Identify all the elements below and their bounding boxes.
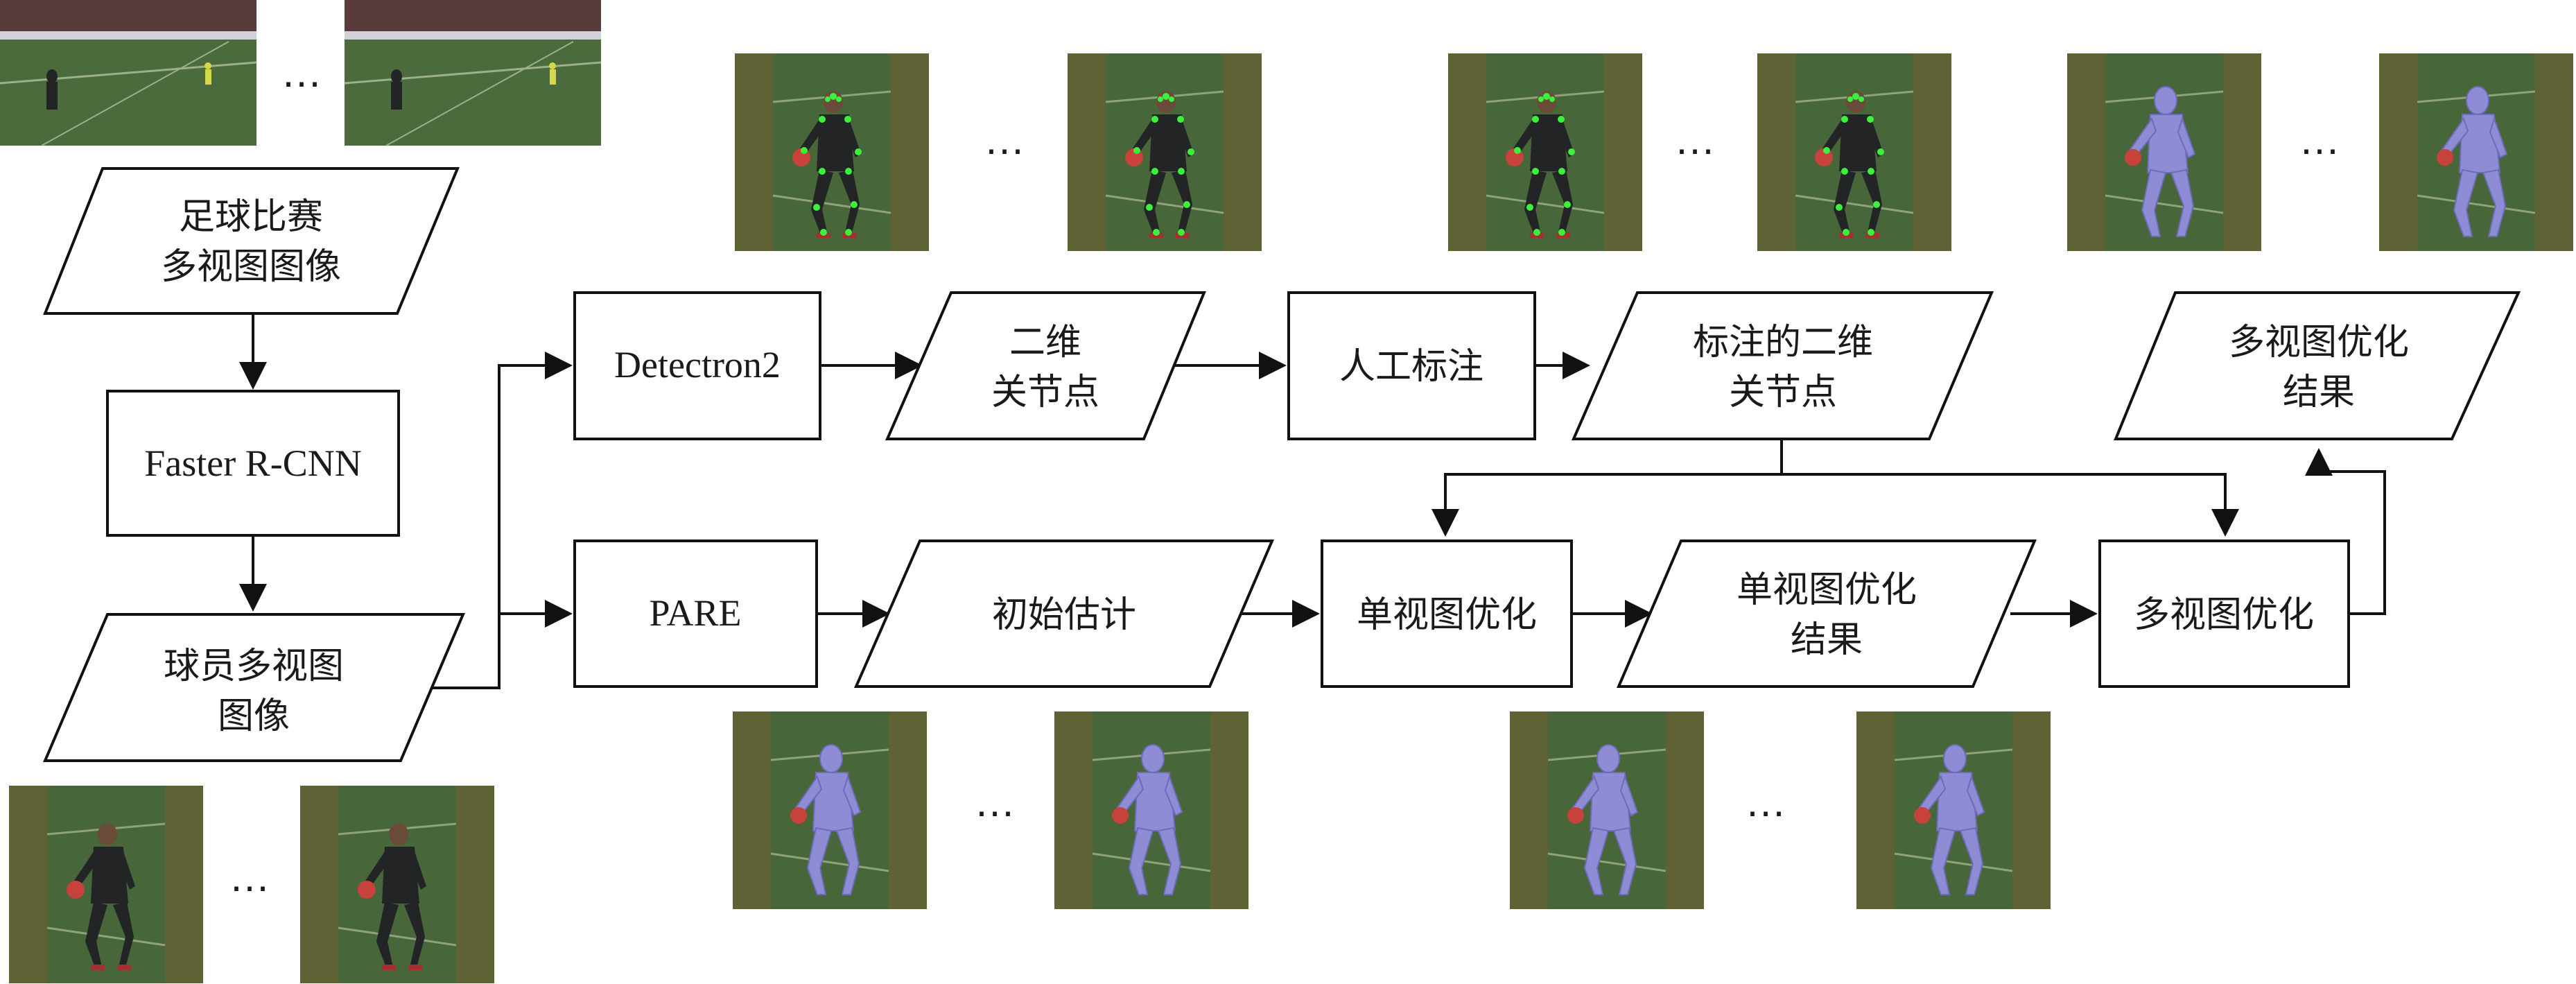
mesh-view-top-2 <box>2378 52 2575 252</box>
ellipsis-keypoints-1: … <box>984 116 1025 163</box>
edge-annotated-to-single-view-opt <box>1431 439 1783 537</box>
node-detectron2: Detectron2 <box>573 291 821 440</box>
edge-annotated-to-multiview-opt <box>1782 473 2239 537</box>
node-single-view-result-line1: 单视图优化 <box>1737 569 1917 611</box>
node-single-view-opt-label: 单视图优化 <box>1357 594 1537 636</box>
ellipsis-stadium: … <box>281 49 322 96</box>
edges <box>239 313 2386 689</box>
node-initial-estimate: 初始估计 <box>853 540 1275 688</box>
mesh-view-bottom-4 <box>1855 710 2052 910</box>
node-pare: PARE <box>573 540 818 688</box>
ellipsis-mesh-top: … <box>2299 116 2340 163</box>
node-manual-annotation: 人工标注 <box>1287 291 1536 440</box>
node-keypoints-2d-line2: 关节点 <box>991 372 1099 413</box>
node-faster-rcnn-label: Faster R-CNN <box>144 442 361 484</box>
ellipsis-keypoints-2: … <box>1674 116 1716 163</box>
stadium-thumbnails: … <box>0 0 602 147</box>
node-player-multiview-line1: 球员多视图 <box>164 646 344 687</box>
node-detectron2-label: Detectron2 <box>614 344 781 386</box>
keypoint-view-2 <box>1068 53 1262 251</box>
player-thumbnails: … <box>8 784 496 984</box>
node-multiview-result-line1: 多视图优化 <box>2229 322 2409 363</box>
player-view-2 <box>299 784 496 984</box>
node-keypoints-2d: 二维 关节点 <box>885 291 1206 440</box>
player-view-1 <box>8 784 204 984</box>
keypoint-view-1 <box>735 53 929 251</box>
node-annotated-keypoints-line1: 标注的二维 <box>1693 322 1873 363</box>
node-single-view-result-line2: 结果 <box>1791 619 1863 661</box>
node-initial-estimate-label: 初始估计 <box>992 594 1136 636</box>
keypoint-view-3 <box>1448 53 1642 251</box>
node-annotated-keypoints: 标注的二维 关节点 <box>1571 291 1994 440</box>
stadium-view-1 <box>0 0 258 147</box>
node-pare-label: PARE <box>649 592 741 634</box>
keypoint-view-4 <box>1757 53 1951 251</box>
edge-player-to-detectron2 <box>432 352 573 689</box>
ellipsis-mesh-bottom-2: … <box>1745 779 1786 825</box>
ellipsis-mesh-bottom-1: … <box>974 779 1016 825</box>
stadium-view-2 <box>343 0 602 147</box>
node-multiview-opt-label: 多视图优化 <box>2134 594 2314 636</box>
node-player-multiview-line2: 图像 <box>218 696 290 737</box>
node-multiview-result-line2: 结果 <box>2283 372 2355 413</box>
mesh-view-bottom-2 <box>1053 710 1250 910</box>
node-multiview-opt: 多视图优化 <box>2098 540 2350 688</box>
node-player-multiview: 球员多视图 图像 <box>42 613 466 762</box>
node-faster-rcnn: Faster R-CNN <box>106 390 400 537</box>
node-single-view-result: 单视图优化 结果 <box>1616 540 2037 688</box>
keypoint-thumbnails: … … <box>735 53 1951 251</box>
node-single-view-opt: 单视图优化 <box>1321 540 1573 688</box>
node-multiview-result: 多视图优化 结果 <box>2114 291 2521 440</box>
mesh-view-bottom-1 <box>731 710 928 910</box>
node-manual-annotation-label: 人工标注 <box>1339 346 1483 388</box>
node-input-multiview-line1: 足球比赛 <box>179 196 323 238</box>
mesh-view-top-1 <box>2066 52 2263 252</box>
top-mesh-thumbnails: … <box>2066 52 2575 252</box>
edge-multiview-opt-to-result <box>2305 448 2386 615</box>
mesh-view-bottom-3 <box>1508 710 1705 910</box>
node-input-multiview: 足球比赛 多视图图像 <box>43 167 460 315</box>
bottom-mesh-thumbnails: … … <box>731 710 2052 910</box>
node-keypoints-2d-line1: 二维 <box>1009 322 1081 363</box>
node-input-multiview-line2: 多视图图像 <box>161 246 341 288</box>
ellipsis-player: … <box>229 854 270 900</box>
node-annotated-keypoints-line2: 关节点 <box>1729 372 1837 413</box>
